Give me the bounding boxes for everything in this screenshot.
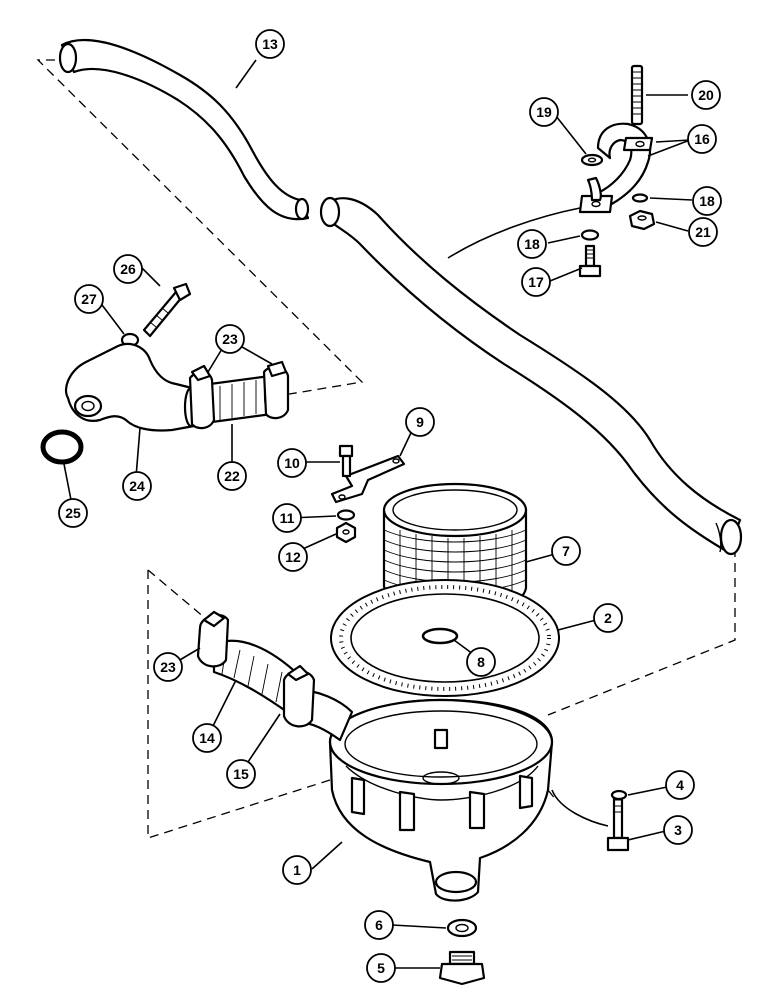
washer-11 [336,509,356,521]
assembly-guide-lines [36,59,736,839]
gasket-2 [330,579,560,697]
nut-12 [335,521,357,544]
hose-upper-left [58,39,310,221]
svg-text:6: 6 [375,917,383,933]
callout-10: 10 [277,448,307,478]
elbow-24 [64,342,199,432]
stud [630,64,644,126]
callout-12: 12 [278,542,308,572]
o-ring-25 [40,429,84,465]
callout-1: 1 [282,855,312,885]
hose-clamp-23-left [188,364,216,430]
callout-9: 9 [405,407,435,437]
svg-text:23: 23 [160,659,176,675]
svg-text:27: 27 [81,291,97,307]
callout-17: 17 [521,267,551,297]
callout-15: 15 [226,759,256,789]
callout-4: 4 [665,770,695,800]
svg-text:4: 4 [676,777,684,793]
callout-5: 5 [366,953,396,983]
callout-6: 6 [364,910,394,940]
svg-text:3: 3 [674,822,682,838]
svg-text:11: 11 [280,510,295,526]
callout-26: 26 [113,254,143,284]
svg-text:21: 21 [695,224,711,240]
svg-text:24: 24 [129,478,145,494]
svg-text:15: 15 [233,766,249,782]
svg-text:12: 12 [285,549,301,565]
svg-text:5: 5 [377,960,385,976]
hose-clamp-15 [282,664,316,728]
washer-19 [580,153,604,167]
hose-clamp-23-lower [196,610,230,668]
washer-6 [446,918,478,938]
svg-text:1: 1 [293,862,301,878]
callout-13: 13 [255,29,285,59]
svg-text:2: 2 [604,610,612,626]
svg-text:10: 10 [284,455,300,471]
callout-24: 24 [122,471,152,501]
callout-11: 11 [272,503,302,533]
callout-19: 19 [529,97,559,127]
callout-23b: 23 [153,652,183,682]
svg-text:17: 17 [528,274,544,290]
callout-18b: 18 [517,229,547,259]
svg-text:9: 9 [416,414,424,430]
svg-text:16: 16 [694,131,710,147]
bolt-3 [606,792,630,852]
o-ring-8 [421,627,459,645]
clamp-bracket [578,122,654,214]
callout-23a: 23 [215,324,245,354]
svg-text:7: 7 [562,543,570,559]
drain-plug-5 [438,950,486,986]
washer-4 [610,789,628,801]
callout-27: 27 [74,284,104,314]
plate-9 [330,454,406,504]
callout-3: 3 [663,815,693,845]
nut-21 [628,209,656,231]
svg-text:25: 25 [65,505,81,521]
callout-21: 21 [688,217,718,247]
callout-7: 7 [551,536,581,566]
svg-text:14: 14 [199,730,215,746]
hose-upper-right [319,196,743,556]
hose-clamp-23-right [262,360,290,420]
svg-text:19: 19 [536,104,552,120]
callout-16: 16 [687,124,717,154]
callout-8: 8 [466,647,496,677]
lock-washer-lower [580,229,600,241]
callout-18a: 18 [692,186,722,216]
callout-22: 22 [217,461,247,491]
leader-lines [63,59,693,969]
svg-text:18: 18 [524,236,540,252]
housing-1 [328,698,554,902]
lock-washer-upper [631,193,649,203]
svg-text:20: 20 [698,87,714,103]
bolt-17 [578,244,602,278]
svg-text:23: 23 [222,331,238,347]
callout-20: 20 [691,80,721,110]
svg-text:22: 22 [224,468,240,484]
svg-text:13: 13 [262,36,278,52]
svg-text:26: 26 [120,261,136,277]
bolt-10 [338,444,354,478]
callout-14: 14 [192,723,222,753]
callout-2: 2 [593,603,623,633]
svg-text:8: 8 [477,654,485,670]
bolt-26 [142,282,192,338]
svg-text:18: 18 [699,193,715,209]
callout-25: 25 [58,498,88,528]
